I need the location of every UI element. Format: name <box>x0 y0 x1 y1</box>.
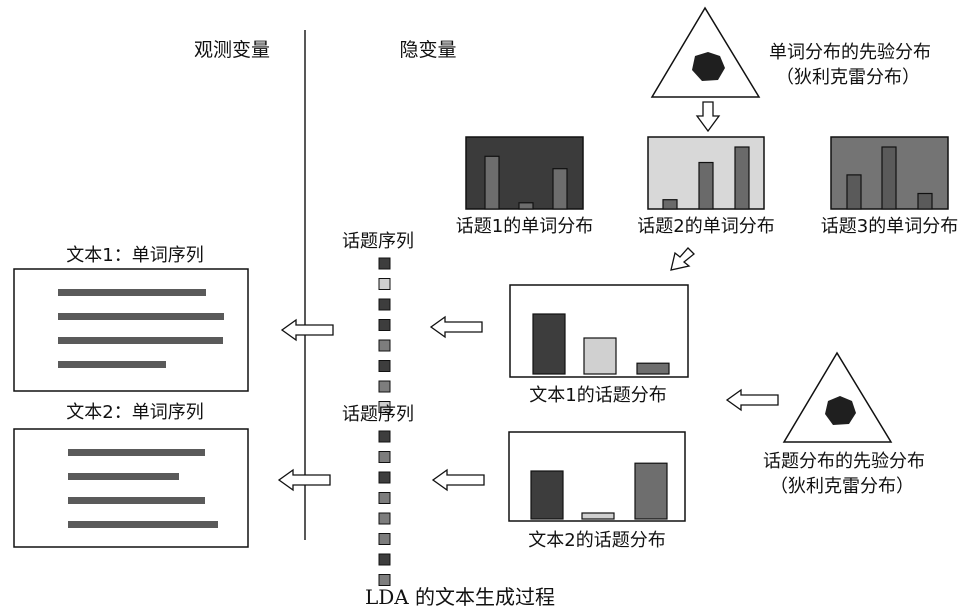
topic-sequence-square <box>378 339 391 352</box>
document-1-title: 文本1：单词序列 <box>66 245 203 266</box>
document-1-distribution-label: 文本1的话题分布 <box>529 385 666 406</box>
sequence-to-words-arrow-1 <box>280 318 334 342</box>
document-1-topic-distribution: 文本1的话题分布 <box>509 284 689 406</box>
word-line <box>58 337 223 344</box>
topic-2-bar <box>662 199 678 210</box>
document-2-box <box>13 428 249 548</box>
topic-panels: 话题1的单词分布 话题2的单词分布 话题3的单词分布 <box>456 136 958 237</box>
topic-sequence-square <box>378 492 391 504</box>
topic-1-label: 话题1的单词分布 <box>456 216 593 237</box>
topic-sequence-square <box>378 278 391 290</box>
topic-2-panel: 话题2的单词分布 <box>637 136 775 237</box>
document-1-box <box>13 268 249 392</box>
topic-1-bar <box>484 155 500 210</box>
word-prior-label-1: 单词分布的先验分布 <box>769 42 931 63</box>
topic-3-bar <box>917 192 933 210</box>
topic-sequence-2 <box>378 430 391 586</box>
word-line <box>68 497 205 504</box>
latent-header: 隐变量 <box>399 39 456 61</box>
document-2-title: 文本2：单词序列 <box>66 402 203 423</box>
topic-prior-label-2: （狄利克雷分布） <box>770 476 914 497</box>
topic-sequence-square <box>378 380 391 393</box>
document-2-distribution-label: 文本2的话题分布 <box>528 530 665 551</box>
distribution-to-sequence-arrow-1 <box>429 315 483 339</box>
topic-sequence-square <box>378 553 391 566</box>
topic-prior: 话题分布的先验分布 （狄利克雷分布） <box>763 351 925 497</box>
prior-to-topic-arrow <box>695 101 721 133</box>
document-1-distribution-bar <box>532 313 566 375</box>
document-2-topic-distribution: 文本2的话题分布 <box>508 431 686 551</box>
topic-2-label: 话题2的单词分布 <box>637 216 774 237</box>
topic-3-panel: 话题3的单词分布 <box>821 136 958 237</box>
topic-1-bar <box>518 202 534 210</box>
topic-prior-label-1: 话题分布的先验分布 <box>763 451 925 472</box>
document-2-distribution-bar <box>530 470 564 520</box>
figure-caption: LDA 的文本生成过程 <box>365 585 555 609</box>
word-prior-label-2: （狄利克雷分布） <box>776 67 920 88</box>
document-1-distribution-bar <box>636 362 670 375</box>
topic-sequence-1 <box>378 257 391 413</box>
topic-3-bar <box>846 174 862 210</box>
topic-to-document-arrow <box>670 247 695 271</box>
word-line <box>68 449 205 456</box>
topic-2-bar <box>734 146 750 210</box>
word-line <box>58 361 166 368</box>
topic-1-bar <box>552 168 568 210</box>
topic-sequence-square <box>378 574 391 586</box>
word-line <box>68 473 179 480</box>
distribution-to-sequence-arrow-2 <box>431 468 485 492</box>
topic-sequence-square <box>378 257 391 270</box>
word-line <box>58 289 206 296</box>
topic-sequence-2-label: 话题序列 <box>342 404 414 425</box>
document-2-distribution-bars <box>530 462 668 520</box>
topic-3-bar <box>881 146 897 210</box>
document-1-distribution-bar <box>583 337 617 375</box>
word-line <box>68 521 218 528</box>
topic-sequence-square <box>378 319 391 331</box>
topic-prior-arrow <box>725 388 779 412</box>
topic-prior-dot <box>825 396 856 425</box>
word-line <box>58 313 224 320</box>
word-prior-triangle <box>650 6 761 98</box>
document-1-distribution-bars <box>532 313 670 375</box>
document-1-words: 文本1：单词序列 <box>13 245 249 392</box>
document-2-distribution-bar <box>581 512 615 520</box>
topic-sequence-square <box>378 401 391 413</box>
word-prior-dot <box>692 52 725 81</box>
topic-1-panel: 话题1的单词分布 <box>456 136 593 237</box>
topic-sequence-square <box>378 360 391 372</box>
topic-sequence-square <box>378 533 391 545</box>
topic-2-bar <box>698 161 714 210</box>
topic-sequence-square <box>378 512 391 525</box>
topic-3-label: 话题3的单词分布 <box>821 216 958 237</box>
topic-sequence-square <box>378 451 391 463</box>
sequence-to-words-arrow-2 <box>277 468 331 492</box>
topic-sequence-square <box>378 471 391 484</box>
topic-sequence-square <box>378 430 391 443</box>
word-prior: 单词分布的先验分布 （狄利克雷分布） <box>650 6 931 98</box>
document-2-distribution-bar <box>634 462 668 520</box>
document-2-words: 文本2：单词序列 <box>13 402 249 548</box>
observed-header: 观测变量 <box>194 39 270 61</box>
topic-sequence-square <box>378 298 391 311</box>
topic-sequence-1-label: 话题序列 <box>342 231 414 252</box>
